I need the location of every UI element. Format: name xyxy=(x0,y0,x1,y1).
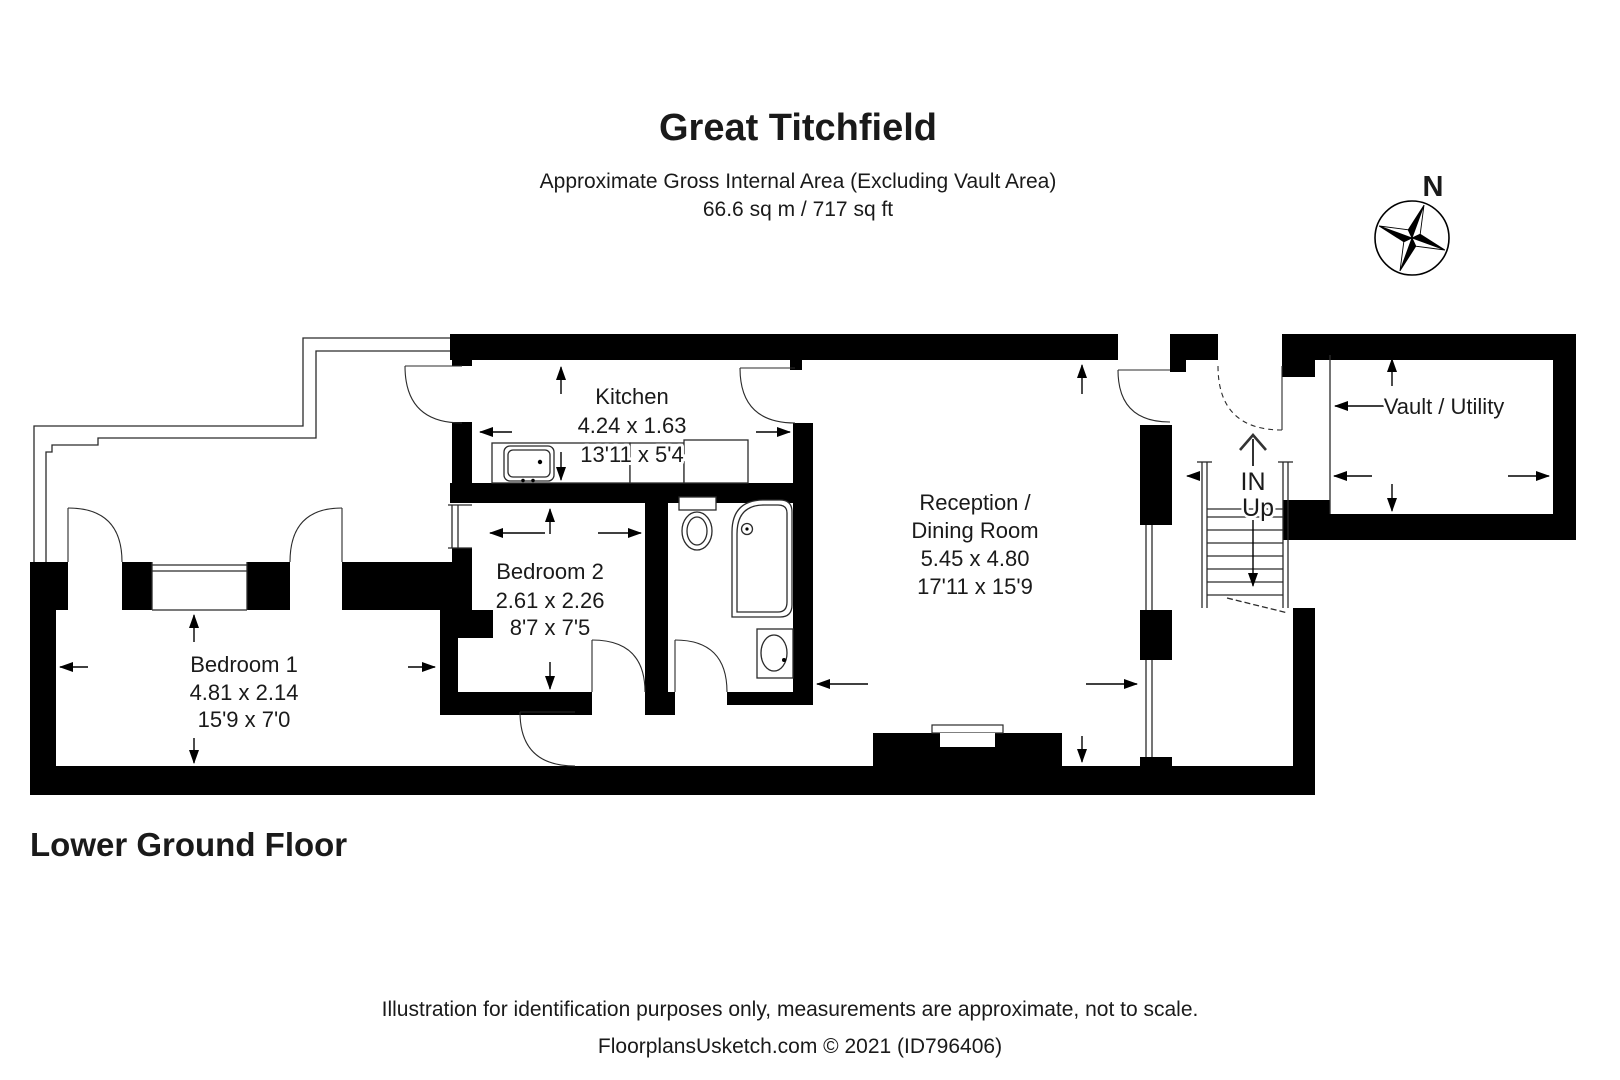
stairs-up-label: Up xyxy=(1242,494,1274,522)
door-bedroom2 xyxy=(591,639,646,693)
bedroom1-name: Bedroom 1 xyxy=(190,652,298,677)
page-title: Great Titchfield xyxy=(659,107,937,149)
doors xyxy=(67,365,1283,767)
reception-metric: 5.45 x 4.80 xyxy=(921,546,1030,571)
compass-icon: N xyxy=(1374,171,1450,276)
entrance-in-arrow-icon xyxy=(1239,433,1267,466)
door-bedroom1-left xyxy=(67,507,123,563)
label-kitchen: Kitchen 4.24 x 1.63 13'11 x 5'4 xyxy=(575,381,690,470)
bath xyxy=(731,499,793,618)
dimension-arrows xyxy=(59,358,1550,764)
door-kitchen-reception xyxy=(739,367,796,424)
bedroom2-metric: 2.61 x 2.26 xyxy=(496,588,605,613)
compass-north-label: N xyxy=(1423,171,1444,203)
bedroom2-imperial: 8'7 x 7'5 xyxy=(510,615,591,640)
reception-name-line1: Reception / xyxy=(919,490,1031,515)
reception-imperial: 17'11 x 15'9 xyxy=(917,574,1033,599)
page-area: 66.6 sq m / 717 sq ft xyxy=(703,198,893,221)
windows xyxy=(151,355,1331,757)
floor-label: Lower Ground Floor xyxy=(30,826,347,863)
bedroom2-name: Bedroom 2 xyxy=(496,559,604,584)
kitchen-imperial: 13'11 x 5'4 xyxy=(580,442,683,467)
label-reception: Reception / Dining Room 5.45 x 4.80 17'1… xyxy=(908,487,1041,602)
footer-credit: FloorplansUsketch.com © 2021 (ID796406) xyxy=(598,1035,1002,1058)
lightwell-outline xyxy=(33,337,457,562)
kitchen-name: Kitchen xyxy=(595,384,668,409)
bathroom-fixtures xyxy=(678,496,794,679)
fireplace xyxy=(931,724,1004,747)
header: Great Titchfield Approximate Gross Inter… xyxy=(540,107,1057,221)
bedroom1-imperial: 15'9 x 7'0 xyxy=(198,707,291,732)
door-kitchen-lightwell xyxy=(404,365,463,424)
reception-name-line2: Dining Room xyxy=(911,518,1038,543)
walls xyxy=(30,334,1576,795)
door-bedroom1-corridor xyxy=(519,711,576,767)
room-labels: Kitchen 4.24 x 1.63 13'11 x 5'4 Bedroom … xyxy=(187,381,1508,735)
page-subtitle: Approximate Gross Internal Area (Excludi… xyxy=(540,170,1057,193)
label-bedroom1: Bedroom 1 4.81 x 2.14 15'9 x 7'0 xyxy=(187,649,302,735)
stairs-in-label: IN xyxy=(1241,468,1266,496)
door-entrance xyxy=(1217,365,1283,431)
bathroom-sink xyxy=(756,628,794,679)
footer-disclaimer: Illustration for identification purposes… xyxy=(382,998,1199,1021)
kitchen-metric: 4.24 x 1.63 xyxy=(578,413,687,438)
door-bathroom xyxy=(674,639,728,693)
door-reception-hall xyxy=(1117,369,1171,423)
vault-name: Vault / Utility xyxy=(1384,394,1505,419)
label-bedroom2: Bedroom 2 2.61 x 2.26 8'7 x 7'5 xyxy=(493,556,608,643)
door-bedroom1-right xyxy=(289,507,343,563)
bedroom1-metric: 4.81 x 2.14 xyxy=(190,680,299,705)
toilet xyxy=(678,496,717,551)
stairs xyxy=(1197,461,1293,614)
